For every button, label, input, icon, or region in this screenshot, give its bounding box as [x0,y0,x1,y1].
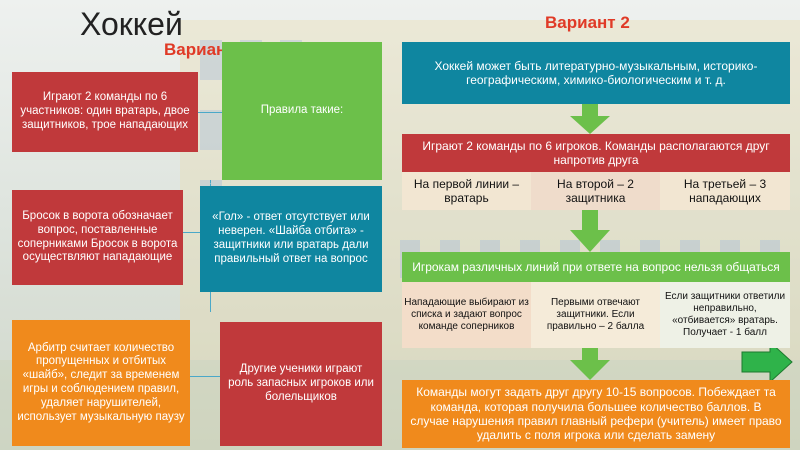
connector-line [210,292,211,312]
v2-goalie-box: Если защитники ответили неправильно, «от… [660,282,790,348]
v1-rules-box: Правила такие: [222,42,382,180]
v1-shot-box: Бросок в ворота обозначает вопрос, поста… [12,190,183,285]
v2-intro-box: Хоккей может быть литературно-музыкальны… [402,42,790,104]
flow-arrow-down [570,348,610,380]
connector-line [210,180,211,190]
v1-goal-box: «Гол» - ответ отсутствует или неверен. «… [200,186,382,292]
v1-rules-text: Правила такие: [260,104,344,117]
flow-arrow-down [570,210,610,252]
v1-referee-text: Арбитр считает количество пропущенных и … [17,341,185,423]
v2-line3-box: На третьей – 3 нападающих [660,172,790,210]
v2-attackers-text: Нападающие выбирают из списка и задают в… [404,297,529,332]
v1-shot-text: Бросок в ворота обозначает вопрос, поста… [17,209,178,264]
v1-referee-box: Арбитр считает количество пропущенных и … [12,320,190,446]
v1-others-text: Другие ученики играют роль запасных игро… [228,363,374,403]
v2-teams-box: Играют 2 команды по 6 игроков. Команды р… [402,134,790,172]
v2-final-box: Команды могут задать друг другу 10-15 во… [402,380,790,448]
v2-defenders-text: Первыми отвечают защитники. Если правиль… [546,297,645,332]
connector-line [183,232,200,233]
v2-defenders-box: Первыми отвечают защитники. Если правиль… [531,282,660,348]
v2-nocomm-text: Игрокам различных линий при ответе на во… [412,259,780,274]
variant-2-label: Вариант 2 [545,13,630,32]
v2-line2-text: На второй – 2 защитника [557,176,634,205]
v1-teams-box: Играют 2 команды по 6 участников: один в… [12,72,198,152]
v2-intro-text: Хоккей может быть литературно-музыкальны… [434,58,758,87]
connector-line [198,112,222,113]
v2-line3-text: На третьей – 3 нападающих [683,176,767,205]
v2-final-text: Команды могут задать друг другу 10-15 во… [410,385,782,443]
v2-goalie-text: Если защитники ответили неправильно, «от… [664,291,786,338]
v2-teams-text: Играют 2 команды по 6 игроков. Команды р… [422,138,770,167]
v1-others-box: Другие ученики играют роль запасных игро… [220,322,382,446]
v2-attackers-box: Нападающие выбирают из списка и задают в… [402,282,531,348]
v2-line2-box: На второй – 2 защитника [531,172,660,210]
slide-title: Хоккей [80,6,183,42]
v2-nocomm-box: Игрокам различных линий при ответе на во… [402,252,790,282]
next-slide-arrow-icon [741,340,793,384]
v2-line1-text: На первой линии – вратарь [413,176,520,205]
v2-line1-box: На первой линии – вратарь [402,172,531,210]
flow-arrow-down [570,104,610,134]
v1-teams-text: Играют 2 команды по 6 участников: один в… [20,91,190,131]
connector-line [190,376,220,377]
v1-goal-text: «Гол» - ответ отсутствует или неверен. «… [212,211,370,265]
